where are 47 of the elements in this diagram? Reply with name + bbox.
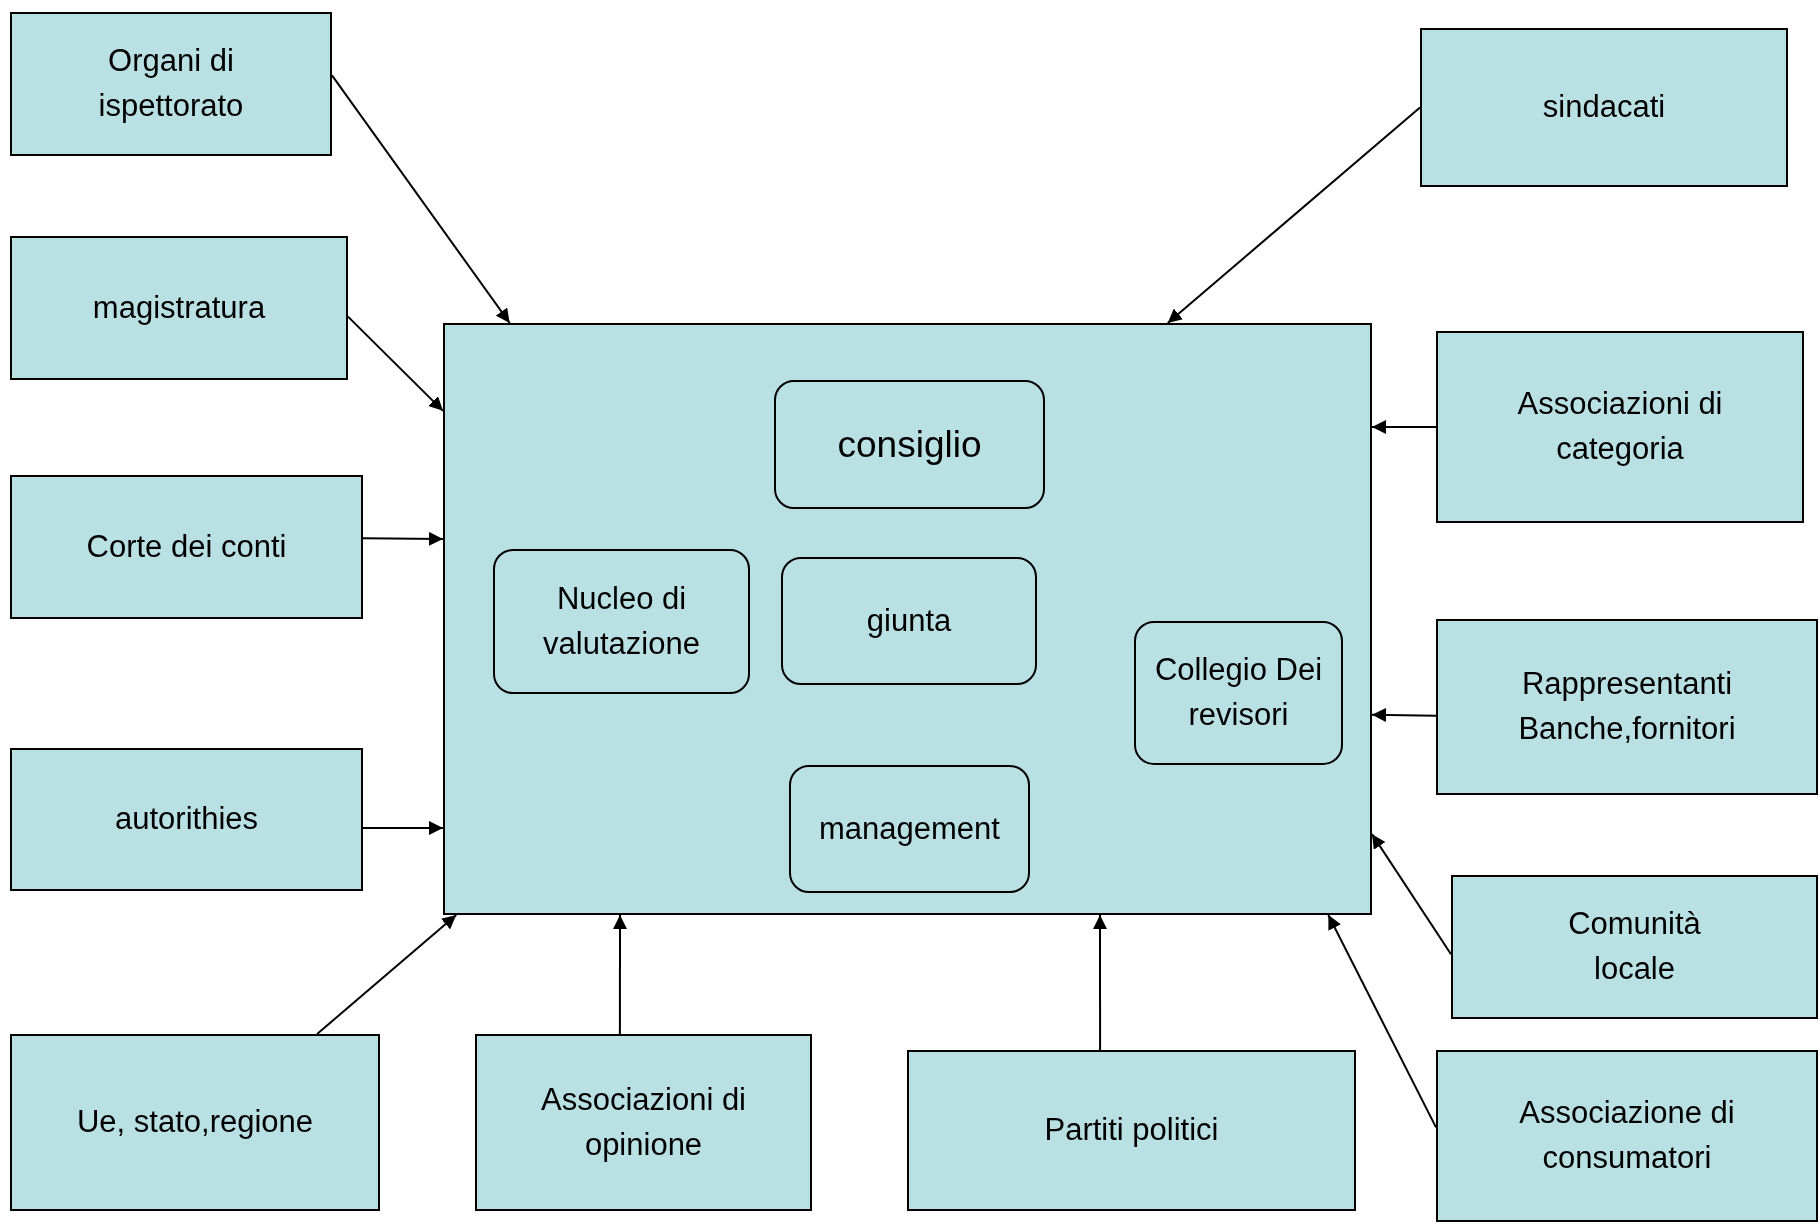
arrow — [1166, 106, 1421, 324]
stakeholder-box — [907, 1050, 1356, 1211]
box-label: autorithies — [115, 800, 258, 839]
box-label: Associazioni di categoria — [1516, 385, 1724, 468]
box-label: consiglio — [837, 422, 982, 467]
box-label: Rappresentanti Banche,fornitori — [1517, 665, 1737, 748]
stakeholder-box — [10, 748, 363, 891]
box-label: Nucleo di valutazione — [542, 579, 701, 663]
arrow — [316, 914, 458, 1035]
rounded-box — [774, 380, 1045, 509]
stakeholder-box — [1436, 1050, 1818, 1222]
arrow — [331, 74, 511, 324]
box-label: Partiti politici — [1044, 1111, 1219, 1150]
stakeholder-box — [1451, 875, 1818, 1019]
arrow — [362, 531, 444, 546]
box-label: management — [819, 809, 1000, 848]
box-label: Collegio Dei revisori — [1153, 651, 1324, 734]
box-label: Organi di ispettorato — [97, 42, 245, 125]
rounded-box — [789, 765, 1030, 893]
organization-box — [443, 323, 1372, 915]
box-label: giunta — [866, 601, 952, 640]
arrow — [1371, 707, 1437, 722]
stakeholder-box — [475, 1034, 812, 1211]
rounded-box — [1134, 621, 1343, 765]
arrow — [1327, 914, 1437, 1129]
stakeholder-box — [1436, 619, 1818, 795]
stakeholder-box — [10, 475, 363, 619]
box-label: Corte dei conti — [86, 527, 287, 566]
box-label: Ue, stato,regione — [76, 1103, 314, 1142]
rounded-box — [493, 549, 750, 694]
box-label: Associazione di consumatori — [1518, 1094, 1736, 1177]
arrow — [613, 914, 627, 1035]
arrow — [362, 820, 444, 835]
arrow — [347, 315, 444, 412]
stakeholder-box — [10, 1034, 380, 1211]
stakeholder-box — [10, 236, 348, 380]
box-label: magistratura — [92, 288, 266, 327]
stakeholder-box — [1420, 28, 1788, 187]
rounded-box — [781, 557, 1037, 685]
stakeholder-box — [10, 12, 332, 156]
arrow — [1093, 914, 1107, 1051]
arrow — [1371, 833, 1452, 956]
arrow — [1371, 420, 1437, 434]
stakeholder-box — [1436, 331, 1804, 523]
box-label: sindacati — [1542, 88, 1666, 127]
box-label: Comunità locale — [1567, 905, 1702, 988]
box-label: Associazioni di opinione — [539, 1080, 747, 1164]
